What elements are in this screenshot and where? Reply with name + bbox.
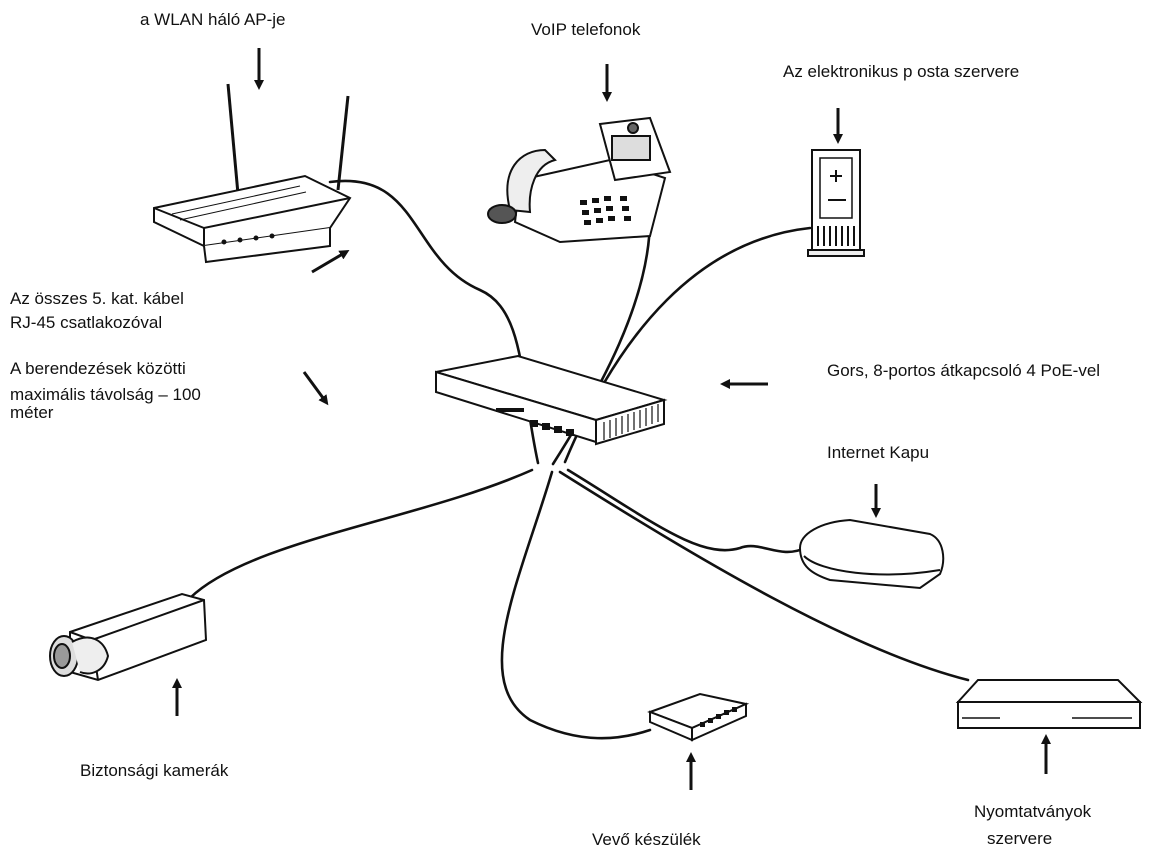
label-cable-line-2: RJ-45 csatlakozóval xyxy=(10,313,163,332)
wireless-router-icon xyxy=(153,83,352,264)
arrow-icon xyxy=(302,371,329,406)
security-camera-icon xyxy=(49,592,208,682)
cable-to-internet-gateway xyxy=(566,468,807,554)
label-distance-line-1: A berendezések közötti xyxy=(10,359,186,378)
label-cable-line-1: Az összes 5. kat. kábel xyxy=(10,289,184,308)
cables xyxy=(188,179,970,740)
label-print-server-line-2: szervere xyxy=(987,829,1053,848)
voip-phone-icon xyxy=(487,116,672,244)
label-wlan-ap: a WLAN háló AP-je xyxy=(140,10,286,29)
cable-to-receiver xyxy=(500,470,652,740)
label-gateway: Internet Kapu xyxy=(827,443,930,462)
label-receiver: Vevő készülék xyxy=(592,830,701,849)
label-switch: Gors, 8-portos átkapcsoló 4 PoE-vel xyxy=(827,361,1101,380)
network-switch-icon xyxy=(435,354,668,446)
print-server-icon xyxy=(955,679,1143,729)
label-distance-line-3: méter xyxy=(10,403,54,422)
label-print-server-line-1: Nyomtatványok xyxy=(974,802,1092,821)
label-voip: VoIP telefonok xyxy=(531,20,641,39)
cable-to-print-server xyxy=(558,470,970,682)
arrow-icon xyxy=(311,249,350,274)
cable-to-camera xyxy=(188,468,534,600)
arrows xyxy=(172,48,1051,790)
label-camera: Biztonsági kamerák xyxy=(80,761,229,780)
label-distance-line-2: maximális távolság – 100 xyxy=(10,385,201,404)
internet-gateway-icon xyxy=(798,518,945,590)
receiver-device-icon xyxy=(647,692,750,742)
label-email-server: Az elektronikus p osta szervere xyxy=(783,62,1020,81)
email-server-icon xyxy=(807,149,865,257)
